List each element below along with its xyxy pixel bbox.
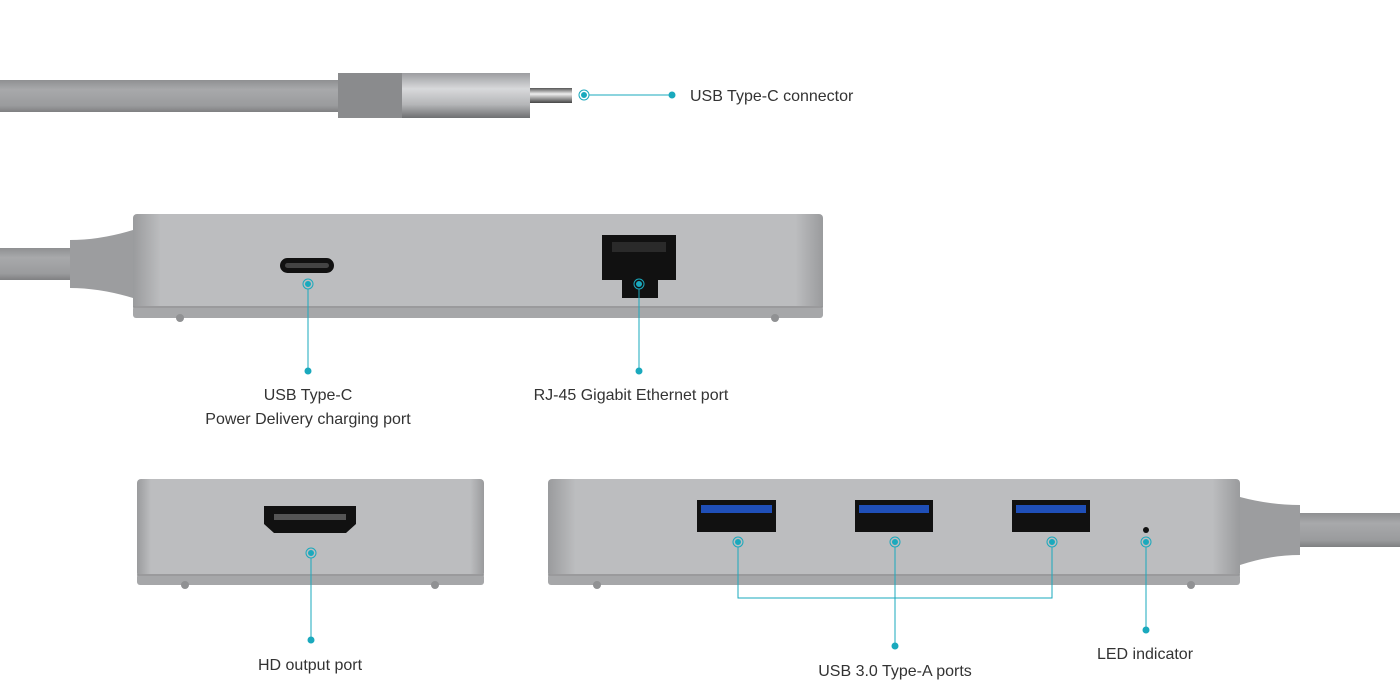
callout-usb-c-pd [302, 278, 314, 375]
label-rj45: RJ-45 Gigabit Ethernet port [534, 387, 729, 404]
usb-a-port-2 [855, 500, 933, 532]
usb-c-connector-cable [0, 73, 572, 118]
hub-side-usb-a [548, 479, 1400, 589]
usb-a-port-3 [1012, 500, 1090, 532]
callout-usb-a [732, 536, 1058, 650]
label-usb-c-pd-line2: Power Delivery charging port [205, 411, 411, 428]
callout-rj45 [633, 278, 645, 375]
label-usb-c-pd-line1: USB Type-C [264, 387, 353, 404]
callout-hdmi [305, 547, 317, 644]
label-led: LED indicator [1097, 646, 1194, 663]
callout-usb-c-connector [578, 89, 676, 101]
led-indicator [1143, 527, 1149, 533]
label-usb-c-connector: USB Type-C connector [690, 88, 854, 105]
rj45-port [602, 235, 676, 298]
usb-a-port-1 [697, 500, 776, 532]
label-hd-output: HD output port [258, 657, 363, 674]
hub-side-pd-ethernet [0, 214, 823, 322]
callout-led [1140, 536, 1152, 634]
label-usb-a: USB 3.0 Type-A ports [818, 663, 972, 680]
